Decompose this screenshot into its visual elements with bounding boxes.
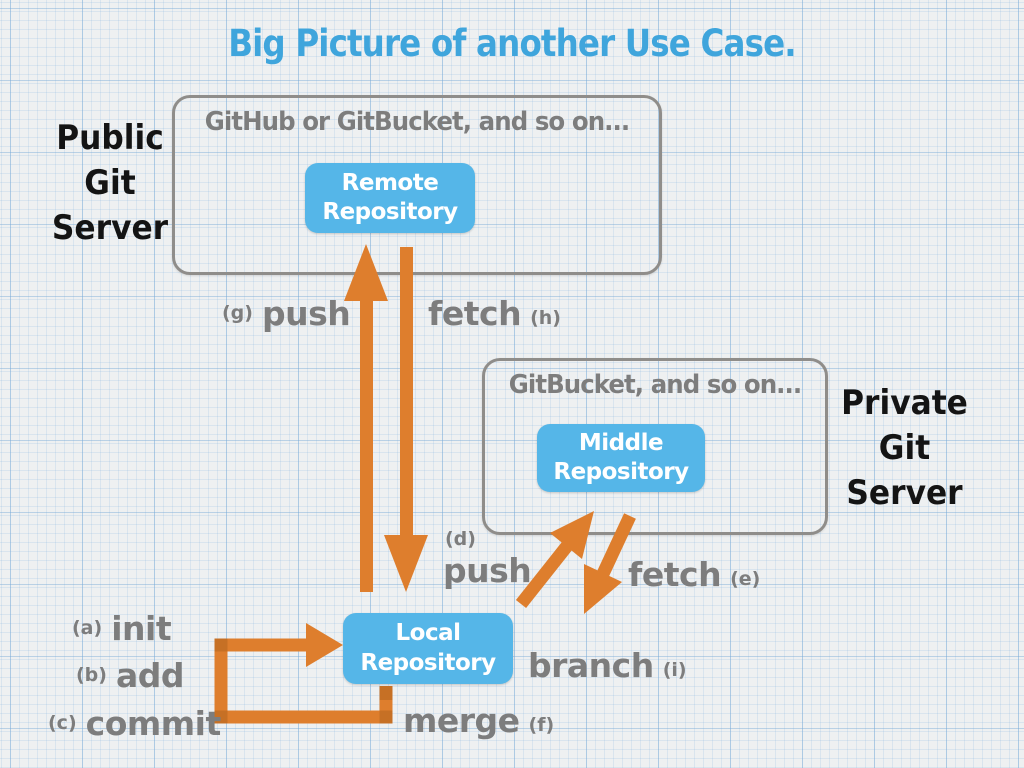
private-server-label-line: Server	[846, 472, 963, 513]
remote-repository-label-line: Remote	[341, 169, 439, 196]
local-repository-label-line: Repository	[360, 649, 496, 676]
middle-repository-label-line: Repository	[553, 459, 689, 485]
action-add-key: (b)	[76, 664, 107, 686]
action-fetch-public-word: fetch	[428, 294, 522, 333]
public-server-label: Public Git Server	[35, 116, 186, 251]
action-push-private-key: (d)	[445, 528, 476, 550]
remote-repository-label-line: Repository	[322, 199, 458, 225]
middle-repository-label-line: Middle	[578, 429, 664, 456]
local-repository-label-line: Local	[395, 620, 462, 647]
action-commit: (c) commit	[48, 707, 221, 740]
action-merge: merge (f)	[403, 704, 554, 737]
private-box-header: GitBucket, and so on...	[508, 370, 802, 400]
action-push-private: (d) push	[443, 528, 532, 590]
public-box-header: GitHub or GitBucket, and so on...	[204, 107, 630, 137]
action-fetch-private-word: fetch	[628, 555, 722, 594]
private-server-label-line: Git	[878, 427, 931, 468]
public-server-label-line: Git	[84, 162, 136, 203]
remote-repository-node: Remote Repository	[305, 163, 475, 233]
middle-repository-node: Middle Repository	[537, 424, 705, 492]
action-push-public: (g) push	[222, 294, 351, 333]
public-server-label-line: Public	[56, 118, 164, 158]
action-commit-word: commit	[85, 704, 222, 743]
action-branch: branch (i)	[528, 649, 687, 682]
slide-title: Big Picture of another Use Case.	[228, 22, 796, 65]
push-up-arrow	[344, 244, 388, 592]
private-server-label: Private Git Server	[819, 381, 989, 516]
public-server-label-line: Server	[51, 207, 169, 248]
action-fetch-public-key: (h)	[530, 307, 561, 329]
private-server-label-line: Private	[841, 383, 968, 423]
action-init: (a) init	[72, 609, 172, 648]
action-push-public-key: (g)	[222, 302, 253, 324]
action-add-word: add	[115, 656, 185, 695]
action-fetch-private-key: (e)	[730, 568, 761, 590]
action-init-key: (a)	[72, 617, 103, 639]
action-init-word: init	[111, 609, 172, 648]
local-repository-node: Local Repository	[343, 613, 513, 684]
action-fetch-public: fetch (h)	[428, 297, 561, 330]
public-git-server-box: GitHub or GitBucket, and so on...	[172, 95, 662, 275]
action-merge-key: (f)	[528, 714, 555, 736]
private-git-server-box: GitBucket, and so on...	[482, 358, 828, 535]
fetch-down-arrow	[384, 247, 428, 592]
action-push-private-word: push	[443, 551, 532, 590]
action-commit-key: (c)	[48, 712, 77, 734]
action-add: (b) add	[76, 659, 184, 692]
action-branch-word: branch	[528, 646, 654, 685]
action-push-public-word: push	[261, 294, 351, 333]
action-branch-key: (i)	[662, 659, 687, 681]
action-merge-word: merge	[403, 701, 520, 740]
action-fetch-private: fetch (e)	[628, 558, 760, 591]
